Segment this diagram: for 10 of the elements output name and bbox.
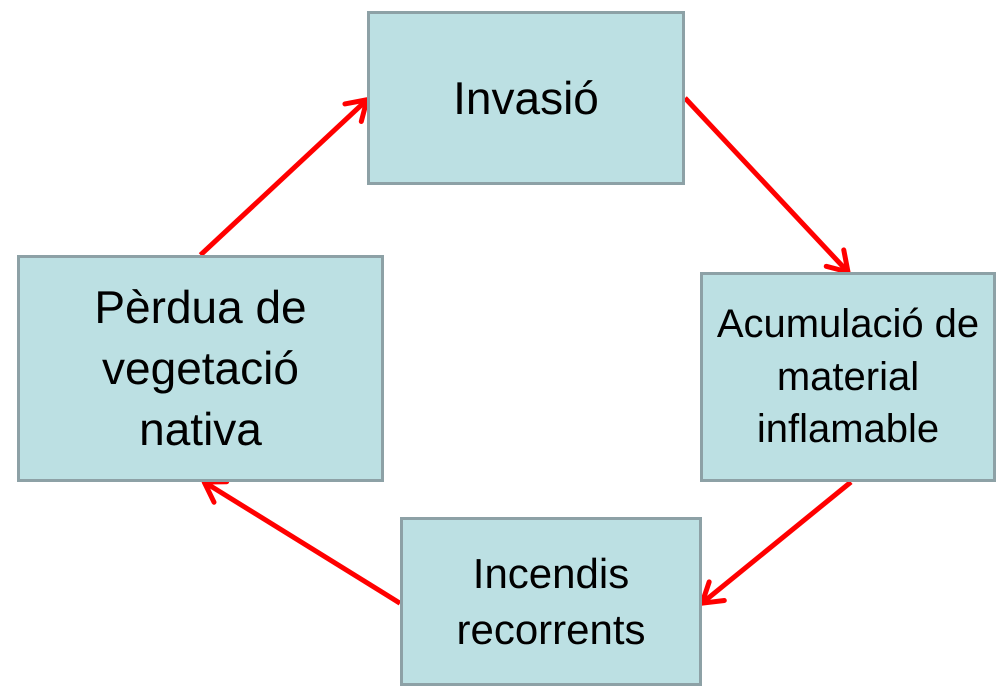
box-label: Pèrdua de vegetació nativa bbox=[93, 280, 308, 457]
arrow bbox=[683, 96, 850, 274]
box-label: Incendis recorrents bbox=[455, 549, 647, 654]
process-box bbox=[367, 11, 685, 185]
process-box bbox=[400, 517, 702, 686]
arrow bbox=[198, 97, 370, 257]
process-box bbox=[700, 272, 996, 482]
box-label: Invasió bbox=[453, 70, 599, 126]
box-label: Acumulació de material inflamable bbox=[716, 300, 980, 454]
process-box bbox=[17, 255, 384, 482]
